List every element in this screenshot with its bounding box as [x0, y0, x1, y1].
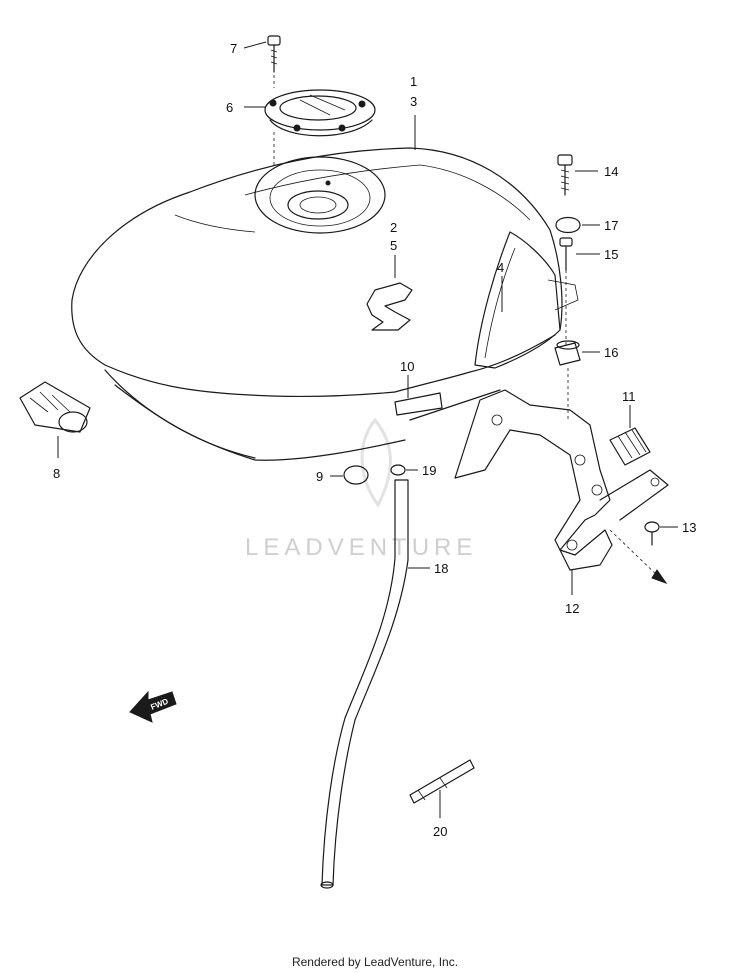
callout-4: 4 [497, 260, 504, 275]
footer-credit: Rendered by LeadVenture, Inc. [291, 955, 459, 969]
hose-clip [409, 759, 475, 804]
callout-19: 19 [422, 463, 436, 478]
callout-2: 2 [390, 220, 397, 235]
callout-17: 17 [604, 218, 618, 233]
callout-labels: 7 6 1 3 2 5 4 14 17 15 16 10 11 8 9 19 1… [53, 41, 696, 839]
screw [644, 521, 660, 546]
hose-clamp [390, 464, 406, 476]
callout-10: 10 [400, 359, 414, 374]
filler-cap [264, 89, 376, 137]
tank-cushion [19, 381, 91, 433]
rubber-damper [554, 340, 581, 420]
callout-16: 16 [604, 345, 618, 360]
callout-9: 9 [316, 469, 323, 484]
forward-arrow-icon: FWD [129, 690, 177, 723]
callout-12: 12 [565, 601, 579, 616]
callout-1: 1 [410, 74, 417, 89]
cap-bolt [267, 35, 281, 165]
tank-bracket [454, 389, 669, 584]
cap [343, 465, 369, 485]
callout-14: 14 [604, 164, 618, 179]
callout-8: 8 [53, 466, 60, 481]
watermark-text: LEADVENTURE [245, 534, 477, 561]
callout-7: 7 [230, 41, 237, 56]
callout-18: 18 [434, 561, 448, 576]
callout-5: 5 [390, 238, 397, 253]
breather-hose [320, 479, 409, 889]
callout-20: 20 [433, 824, 447, 839]
leader-lines [57, 41, 678, 818]
callout-11: 11 [622, 389, 636, 404]
callout-6: 6 [226, 100, 233, 115]
callout-13: 13 [682, 520, 696, 535]
callout-3: 3 [410, 94, 417, 109]
tank-bolt [555, 154, 581, 345]
watermark: LEADVENTURE [245, 417, 477, 561]
cushion [609, 427, 651, 466]
fuel-tank [71, 147, 579, 461]
callout-15: 15 [604, 247, 618, 262]
